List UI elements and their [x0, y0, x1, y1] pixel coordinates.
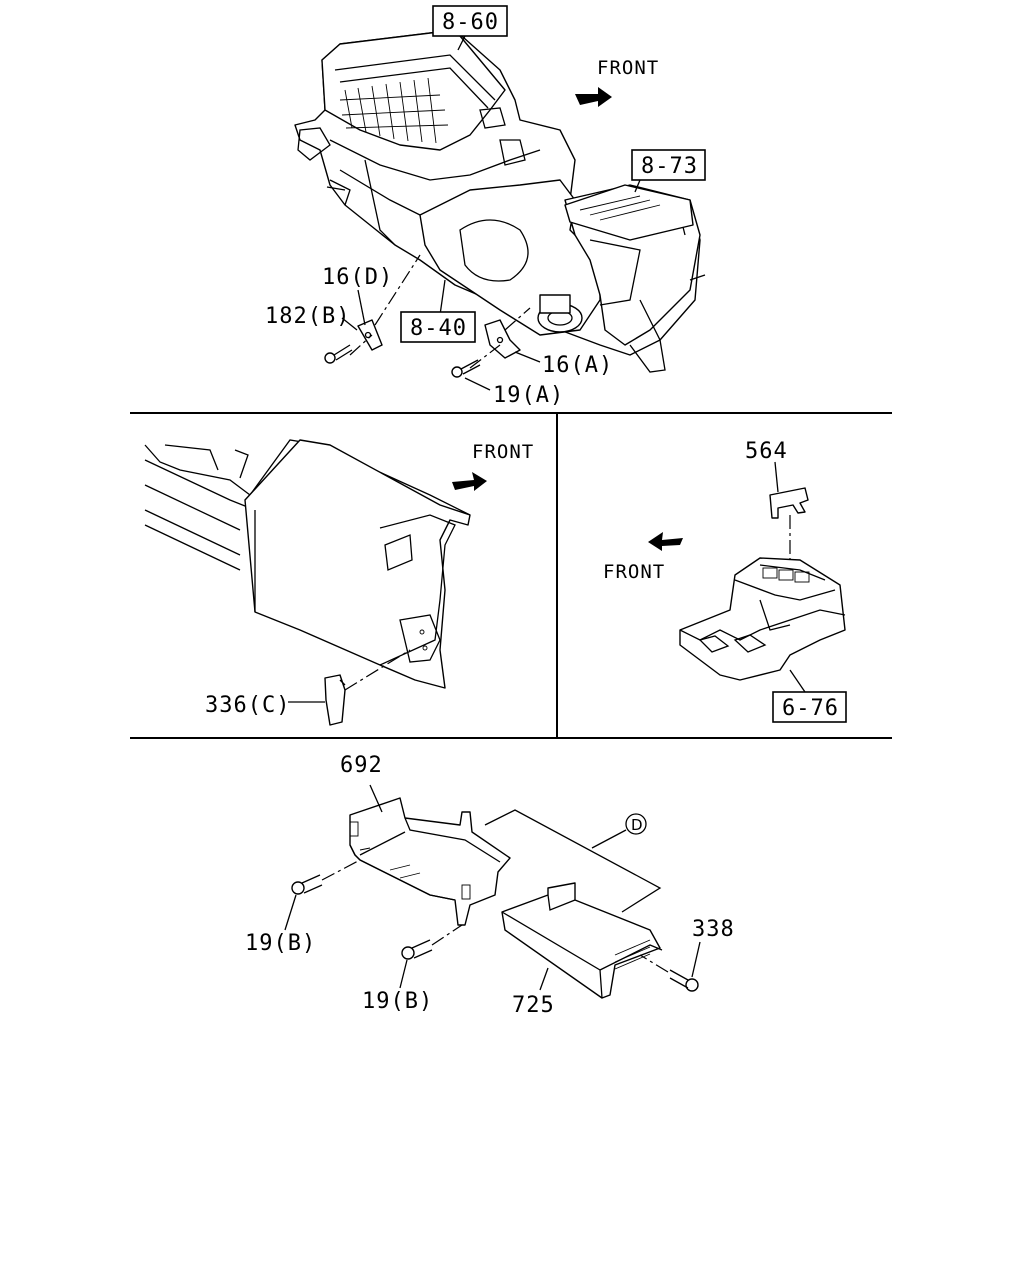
- front-label-middle-right: FRONT: [603, 561, 665, 583]
- front-arrow-icon: [575, 87, 612, 107]
- part-label-564: 564: [745, 439, 788, 464]
- ref-box-8-73: [631, 149, 706, 181]
- part-label-725: 725: [512, 993, 555, 1018]
- front-arrow-icon: [452, 472, 487, 491]
- hvac-unit-assembly: [294, 29, 706, 391]
- console-assembly: [679, 461, 846, 693]
- part-label-19b-upper: 19(B): [245, 931, 316, 956]
- ref-8-60: 8-60: [442, 10, 499, 35]
- ref-box-8-60: [432, 5, 508, 37]
- screw-icon: [669, 969, 699, 992]
- ref-box-8-40: [400, 311, 476, 343]
- front-arrow-icon: [648, 532, 683, 551]
- panel-dividers: [130, 412, 892, 739]
- pocket-assembly: [284, 784, 701, 999]
- instrument-panel: [144, 439, 471, 726]
- part-label-692: 692: [340, 753, 383, 778]
- ref-6-76: 6-76: [782, 696, 839, 721]
- part-label-338: 338: [692, 917, 735, 942]
- front-label-top: FRONT: [597, 57, 659, 79]
- ref-box-6-76: [772, 691, 847, 723]
- screw-icon: [451, 359, 481, 378]
- part-label-16d: 16(D): [322, 265, 393, 290]
- part-label-19b-lower: 19(B): [362, 989, 433, 1014]
- part-label-336c: 336(C): [205, 693, 290, 718]
- part-label-16a: 16(A): [542, 353, 613, 378]
- ref-8-73: 8-73: [641, 154, 698, 179]
- part-label-19a: 19(A): [493, 383, 564, 408]
- ref-8-40: 8-40: [410, 316, 467, 341]
- screw-icon: [291, 874, 323, 895]
- part-label-182b: 182(B): [265, 304, 350, 329]
- screw-icon: [324, 344, 353, 364]
- screw-icon: [401, 939, 433, 960]
- front-label-middle-left: FRONT: [472, 441, 534, 463]
- callout-d: D: [631, 816, 643, 834]
